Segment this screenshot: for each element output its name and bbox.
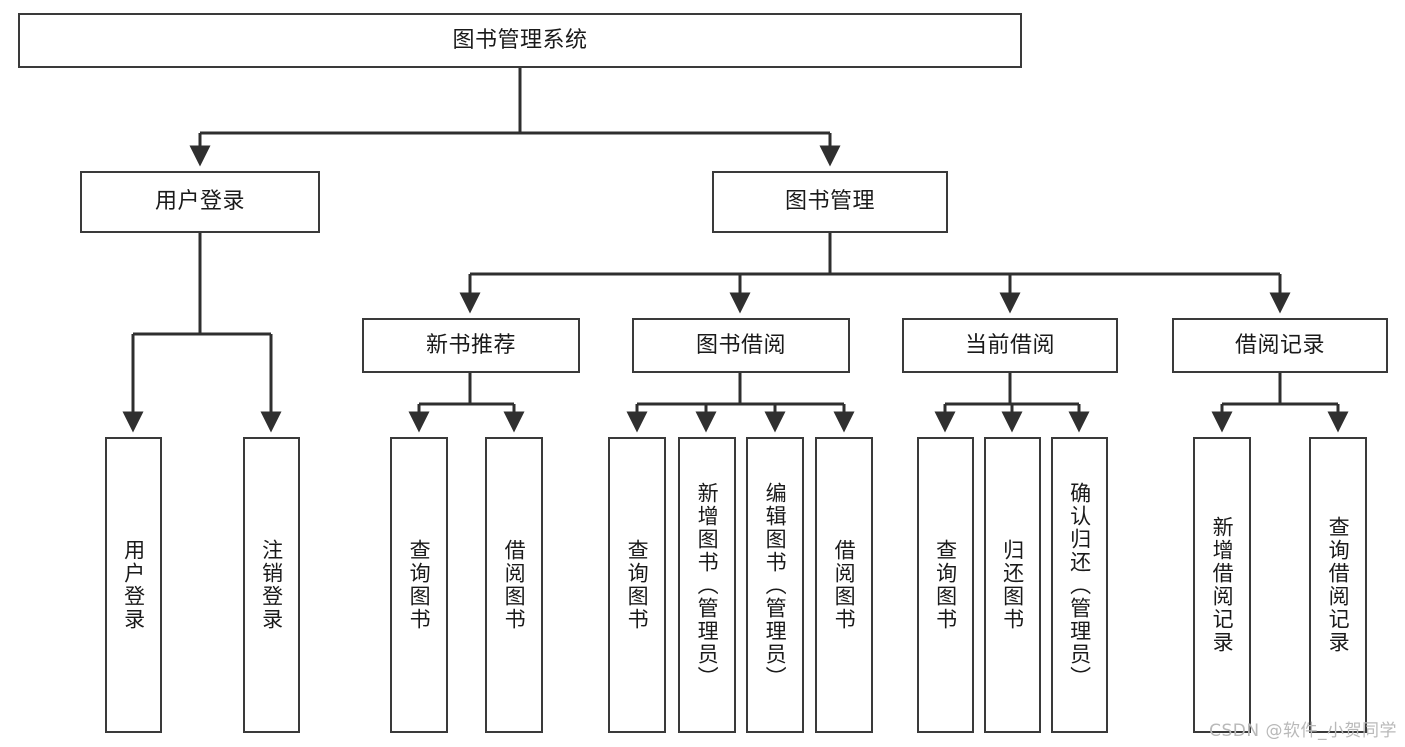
node-leaf-borrow-book-2[interactable]: 借阅图书 [815,437,873,733]
node-book-manage-label: 图书管理 [784,189,875,215]
node-leaf-add-record[interactable]: 新增借阅记录 [1193,437,1251,733]
node-root[interactable]: 图书管理系统 [18,13,1022,68]
node-book-borrow-label: 图书借阅 [695,332,786,358]
node-leaf-query-book-1[interactable]: 查询图书 [390,437,448,733]
watermark: CSDN @软件_小贺同学 [1209,721,1397,741]
node-leaf-add-book[interactable]: 新增图书（管理员） [678,437,736,733]
node-borrow-record-label: 借阅记录 [1234,332,1325,358]
node-leaf-query-book-2[interactable]: 查询图书 [608,437,666,733]
node-leaf-query-book-2-label: 查询图书 [625,539,650,631]
node-new-book-rec-label: 新书推荐 [425,332,516,358]
node-leaf-query-book-1-label: 查询图书 [407,539,432,631]
node-leaf-edit-book[interactable]: 编辑图书（管理员） [746,437,804,733]
node-leaf-edit-book-label: 编辑图书（管理员） [763,481,788,689]
node-leaf-borrow-book-2-label: 借阅图书 [832,539,857,631]
node-leaf-query-record-label: 查询借阅记录 [1326,516,1351,654]
node-leaf-query-record[interactable]: 查询借阅记录 [1309,437,1367,733]
node-leaf-add-book-label: 新增图书（管理员） [695,481,720,689]
node-leaf-query-book-3-label: 查询图书 [933,539,958,631]
node-leaf-logout-label: 注销登录 [259,539,284,631]
node-borrow-record[interactable]: 借阅记录 [1172,318,1388,373]
node-leaf-logout[interactable]: 注销登录 [243,437,300,733]
node-leaf-user-login-label: 用户登录 [121,539,146,631]
node-current-borrow[interactable]: 当前借阅 [902,318,1118,373]
node-user-login-label: 用户登录 [154,189,245,215]
node-book-manage[interactable]: 图书管理 [712,171,948,233]
node-leaf-user-login[interactable]: 用户登录 [105,437,162,733]
node-user-login[interactable]: 用户登录 [80,171,320,233]
node-current-borrow-label: 当前借阅 [964,332,1055,358]
node-book-borrow[interactable]: 图书借阅 [632,318,850,373]
node-leaf-confirm-return[interactable]: 确认归还（管理员） [1051,437,1108,733]
node-leaf-return-book-label: 归还图书 [1000,539,1025,631]
node-leaf-add-record-label: 新增借阅记录 [1210,516,1235,654]
node-new-book-rec[interactable]: 新书推荐 [362,318,580,373]
node-leaf-confirm-return-label: 确认归还（管理员） [1067,481,1092,689]
node-root-label: 图书管理系统 [452,27,588,53]
node-leaf-borrow-book-1-label: 借阅图书 [502,539,527,631]
node-leaf-query-book-3[interactable]: 查询图书 [917,437,974,733]
node-leaf-borrow-book-1[interactable]: 借阅图书 [485,437,543,733]
node-leaf-return-book[interactable]: 归还图书 [984,437,1041,733]
